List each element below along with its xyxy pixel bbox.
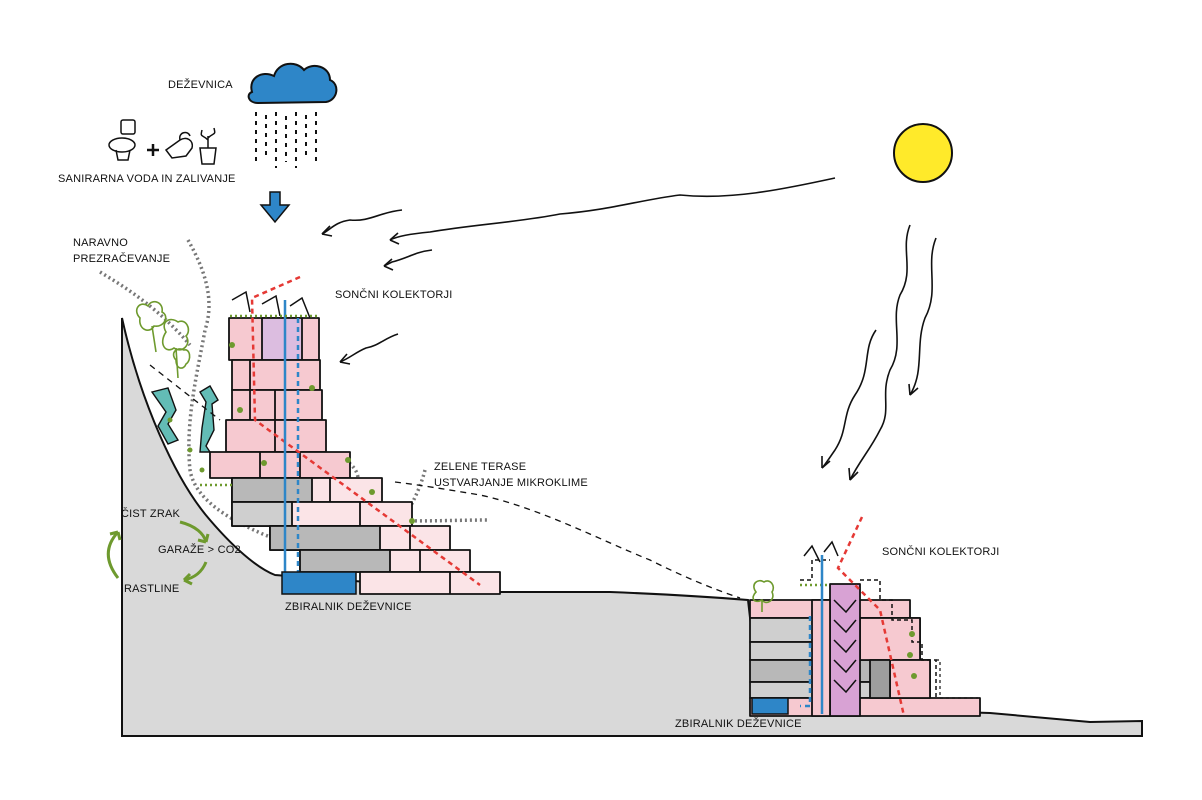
- label-rainwater: DEŽEVNICA: [168, 78, 233, 91]
- right-sun-angle-line: [836, 516, 906, 717]
- terrace-shrubs: [167, 342, 415, 524]
- left-tower-floor-3: [231, 389, 323, 421]
- down-arrow-icon: [259, 191, 291, 224]
- right-grey-block: [869, 659, 891, 699]
- left-rain-pipes: [283, 300, 300, 572]
- label-clean-air: ČIST ZRAK: [121, 507, 181, 520]
- label-solar-collectors-right: SONČNI KOLEKTORJI: [882, 545, 1000, 558]
- plus-icon: [147, 144, 159, 156]
- rain-icon: [255, 112, 317, 168]
- green-terraces-leader: [394, 481, 741, 599]
- right-shrubs: [907, 631, 917, 679]
- ground-terrain: [121, 317, 1143, 737]
- left-terrace-3-garage: [231, 501, 293, 527]
- sun-icon: [893, 123, 953, 183]
- right-floor-4-pink: [889, 659, 931, 699]
- cloud-icon: [247, 62, 338, 105]
- label-natural-ventilation-2: PREZRAČEVANJE: [73, 252, 170, 265]
- green-roof-dots: [200, 314, 830, 587]
- label-natural-ventilation-1: NARAVNO: [73, 237, 128, 249]
- label-plants: RASTLINE: [124, 583, 179, 595]
- left-tower-core: [261, 317, 303, 361]
- label-solar-collectors-left: SONČNI KOLEKTORJI: [335, 288, 453, 301]
- potted-plant-icon: [199, 127, 217, 165]
- left-terrace-1: [209, 451, 351, 479]
- left-terrace-6: [359, 571, 501, 595]
- sun-ray-arrows: [321, 177, 937, 481]
- left-building: [209, 317, 501, 595]
- air-cycle-arrows: [106, 520, 210, 586]
- right-core-zigzag: [833, 599, 857, 694]
- right-floor-6: [749, 697, 981, 717]
- toilet-icon: [108, 119, 136, 161]
- left-terrace-4-garage: [269, 525, 381, 551]
- watering-can-icon: [164, 131, 194, 159]
- right-tree-icon: [752, 579, 775, 612]
- label-rain-tank-left: ZBIRALNIK DEŽEVNICE: [285, 600, 412, 613]
- right-dashed-step: [936, 659, 978, 699]
- right-building: [749, 583, 981, 717]
- label-garages-co2: GARAŽE > CO2: [158, 543, 241, 556]
- left-rain-tank: [281, 571, 357, 595]
- left-solar-collectors: [231, 290, 311, 319]
- label-green-terraces-1: ZELENE TERASE: [434, 461, 526, 473]
- right-solar-collectors: [803, 540, 839, 563]
- left-terrace-5-garage: [299, 549, 391, 573]
- right-terrace-outline: [860, 579, 937, 698]
- right-rain-tank: [751, 697, 789, 715]
- left-tower-floor-2: [231, 359, 321, 391]
- air-flow-arrows: [150, 385, 219, 453]
- tree-icon: [135, 300, 191, 379]
- label-rain-tank-right: ZBIRALNIK DEŽEVNICE: [675, 717, 802, 730]
- right-rain-pipes: [800, 555, 824, 714]
- right-upper-outline: [800, 559, 830, 581]
- label-green-terraces-2: USTVARJANJE MIKROKLIME: [434, 477, 588, 489]
- green-terraces-leader-2: [149, 364, 221, 421]
- label-sanitary-water: SANIRARNA VODA IN ZALIVANJE: [58, 173, 236, 185]
- left-terrace-2-garage: [231, 477, 313, 503]
